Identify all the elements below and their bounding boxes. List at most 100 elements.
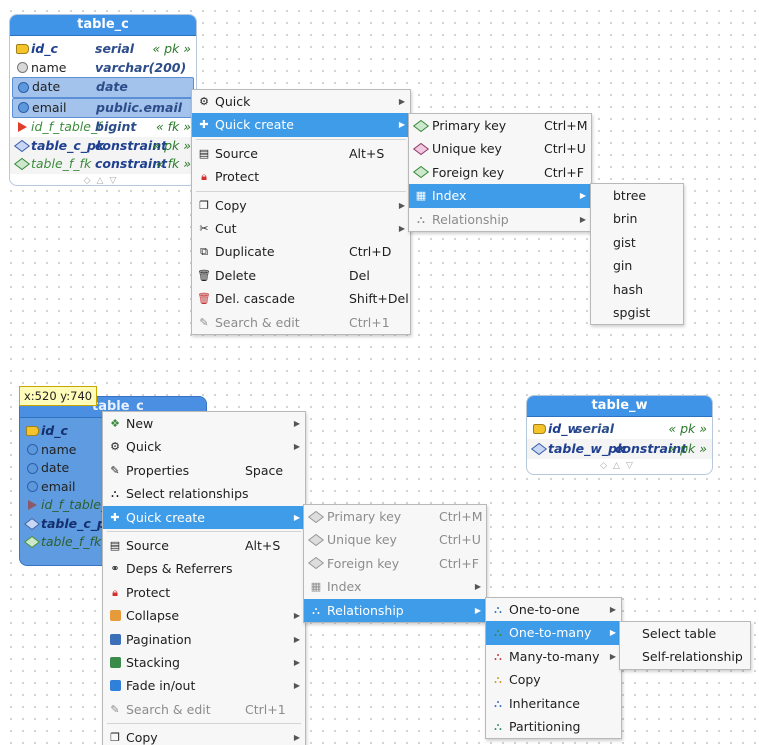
menu-item-stacking[interactable]: Stacking ▶ — [103, 651, 305, 674]
constraint-row-table-c-pk[interactable]: table_c_pk constraint « pk » — [10, 136, 196, 155]
menu-item-fade-in-out[interactable]: Fade in/out ▶ — [103, 674, 305, 697]
table-title[interactable]: table_w — [527, 396, 712, 417]
menu-item-quick[interactable]: ⚙ Quick ▶ — [103, 435, 305, 458]
menu-item-select-relationships[interactable]: ⛬ Select relationships — [103, 482, 305, 505]
one-to-many-target-submenu[interactable]: Select table Self-relationship — [619, 621, 751, 670]
menu-item-search-edit[interactable]: ✎ Search & edit Ctrl+1 — [192, 311, 410, 334]
gear-icon: ⚙ — [110, 440, 120, 454]
submenu-arrow-icon: ▶ — [398, 223, 405, 233]
pk-tag: « pk » — [152, 137, 191, 153]
column-row-date-selected[interactable]: date date — [12, 77, 194, 98]
constraint-row-table-f-fk[interactable]: table_f_fk — [20, 533, 206, 552]
menu-item-label: Deps & Referrers — [126, 561, 233, 577]
constraint-row-table-f-fk[interactable]: table_f_fk constraint « fk » — [10, 155, 196, 174]
fade-icon — [108, 674, 122, 697]
column-row-name[interactable]: name varchar(200) — [10, 59, 196, 78]
index-type-hash[interactable]: hash — [591, 278, 683, 301]
menu-item-collapse[interactable]: Collapse ▶ — [103, 604, 305, 627]
menu-item-cut[interactable]: ✂ Cut ▶ — [192, 217, 410, 240]
menu-item-properties[interactable]: ✎ Properties Space — [103, 459, 305, 482]
table-c-top[interactable]: table_c id_c serial « pk » name varchar(… — [9, 14, 197, 186]
constraint-icon — [530, 439, 548, 459]
table-w[interactable]: table_w id_w serial « pk » table_w_pk co… — [526, 395, 713, 475]
submenu-item-relationship[interactable]: ⛬ Relationship ▶ — [409, 208, 591, 231]
table-footer-toggles[interactable]: ◇△▽ — [600, 461, 639, 471]
self-relationship-option[interactable]: Self-relationship — [620, 645, 750, 668]
submenu-item-index[interactable]: ▦ Index ▶ — [304, 575, 486, 598]
menu-item-label: hash — [613, 281, 644, 297]
column-row-id-c[interactable]: id_c — [20, 422, 206, 441]
column-row-date[interactable]: date — [20, 459, 206, 478]
fk-tag: « fk » — [155, 119, 191, 134]
index-type-btree[interactable]: btree — [591, 184, 683, 207]
menu-item-quick-create[interactable]: ✚ Quick create ▶ — [192, 113, 410, 137]
relationship-copy[interactable]: ⛬ Copy — [486, 668, 621, 691]
quick-create-submenu-top[interactable]: Primary key Ctrl+M Unique key Ctrl+U For… — [408, 113, 592, 232]
menu-item-copy[interactable]: ❐ Copy ▶ — [192, 194, 410, 217]
submenu-item-index[interactable]: ▦ Index ▶ — [409, 184, 591, 208]
table-footer-toggles[interactable]: ◇△▽ — [83, 175, 123, 186]
submenu-item-unique-key[interactable]: Unique key Ctrl+U — [304, 528, 486, 551]
submenu-item-primary-key[interactable]: Primary key Ctrl+M — [409, 114, 591, 137]
menu-item-pagination[interactable]: Pagination ▶ — [103, 628, 305, 651]
index-type-submenu[interactable]: btree brin gist gin hash spgist — [590, 183, 684, 326]
submenu-item-foreign-key[interactable]: Foreign key Ctrl+F — [304, 552, 486, 575]
menu-item-label: Properties — [126, 462, 190, 478]
table-title[interactable]: table_c — [10, 15, 196, 36]
menu-item-protect[interactable]: 🔒︎ Protect — [103, 581, 305, 604]
context-menu-top[interactable]: ⚙ Quick ▶ ✚ Quick create ▶ ▤ Source Alt+… — [191, 89, 411, 335]
menu-item-source[interactable]: ▤ Source Alt+S — [103, 534, 305, 557]
relationship-one-to-many[interactable]: ⛬ One-to-many ▶ — [486, 621, 621, 645]
menu-item-del-cascade[interactable]: 🗑︎ Del. cascade Shift+Del — [192, 287, 410, 310]
context-menu-bottom[interactable]: ❖ New ▶ ⚙ Quick ▶ ✎ Properties Space ⛬ S… — [102, 411, 306, 745]
index-type-gin[interactable]: gin — [591, 254, 683, 277]
menu-item-shortcut: Ctrl+M — [544, 118, 588, 133]
relationship-many-to-many[interactable]: ⛬ Many-to-many ▶ — [486, 645, 621, 668]
relationship-partitioning[interactable]: ⛬ Partitioning — [486, 715, 621, 738]
menu-item-duplicate[interactable]: ⧉ Duplicate Ctrl+D — [192, 240, 410, 263]
menu-item-protect[interactable]: 🔒︎ Protect — [192, 165, 410, 188]
menu-item-label: Copy — [215, 197, 247, 213]
menu-item-copy[interactable]: ❐ Copy ▶ — [103, 726, 305, 745]
relationship-one-to-one[interactable]: ⛬ One-to-one ▶ — [486, 598, 621, 621]
menu-item-new[interactable]: ❖ New ▶ — [103, 412, 305, 435]
copy-icon: ❐ — [199, 198, 209, 212]
menu-item-label: gist — [613, 234, 636, 250]
column-row-id-f-table-f[interactable]: id_f_table_f — [20, 496, 206, 515]
column-row-id-c[interactable]: id_c serial « pk » — [10, 40, 196, 59]
submenu-item-relationship[interactable]: ⛬ Relationship ▶ — [304, 598, 486, 622]
submenu-item-foreign-key[interactable]: Foreign key Ctrl+F — [409, 161, 591, 184]
constraint-row-table-w-pk[interactable]: table_w_pk constraint « pk » — [527, 439, 712, 459]
constraint-row-table-c-pk[interactable]: table_c_pk — [20, 515, 206, 534]
primary-key-icon — [532, 419, 546, 439]
index-type-gist[interactable]: gist — [591, 231, 683, 254]
menu-item-quick-create[interactable]: ✚ Quick create ▶ — [103, 505, 305, 529]
column-row-name[interactable]: name — [20, 441, 206, 460]
partitioning-icon: ⛬ — [494, 719, 502, 733]
menu-item-delete[interactable]: 🗑︎ Delete Del — [192, 264, 410, 287]
menu-item-search-edit[interactable]: ✎ Search & edit Ctrl+1 — [103, 698, 305, 721]
relationship-type-submenu[interactable]: ⛬ One-to-one ▶ ⛬ One-to-many ▶ ⛬ Many-to… — [485, 597, 622, 740]
column-type: serial — [95, 41, 135, 56]
index-type-brin[interactable]: brin — [591, 207, 683, 230]
menu-item-quick[interactable]: ⚙ Quick ▶ — [192, 90, 410, 113]
menu-item-label: One-to-one — [509, 602, 580, 617]
column-row-id-w[interactable]: id_w serial « pk » — [527, 419, 712, 439]
column-row-id-f-table-f[interactable]: id_f_table_f bigint « fk » — [10, 118, 196, 137]
menu-item-source[interactable]: ▤ Source Alt+S — [192, 142, 410, 165]
column-icon — [15, 59, 29, 78]
index-type-spgist[interactable]: spgist — [591, 301, 683, 324]
column-row-email[interactable]: email — [20, 478, 206, 497]
menu-item-deps-referrers[interactable]: ⚭ Deps & Referrers — [103, 557, 305, 580]
column-row-email-selected[interactable]: email public.email — [12, 97, 194, 118]
column-icon — [25, 459, 39, 478]
relationship-inheritance[interactable]: ⛬ Inheritance — [486, 692, 621, 715]
menu-item-shortcut: Ctrl+1 — [245, 701, 286, 717]
select-table-option[interactable]: Select table — [620, 622, 750, 645]
lock-icon: 🔒︎ — [201, 170, 207, 184]
copy-relationship-icon: ⛬ — [494, 673, 502, 687]
submenu-item-primary-key[interactable]: Primary key Ctrl+M — [304, 505, 486, 528]
submenu-item-unique-key[interactable]: Unique key Ctrl+U — [409, 137, 591, 160]
submenu-arrow-icon: ▶ — [474, 605, 481, 615]
quick-create-submenu-bottom[interactable]: Primary key Ctrl+M Unique key Ctrl+U For… — [303, 504, 487, 623]
